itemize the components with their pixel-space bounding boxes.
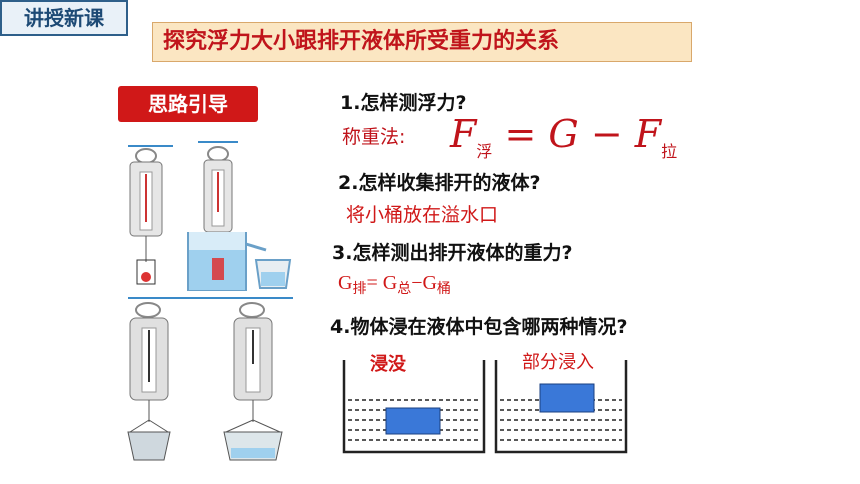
container-partial [494,360,628,454]
spring-scale-2 [203,146,233,260]
block-immersed [385,407,441,435]
guide-label: 思路引导 [118,86,258,122]
formula-eq: = G − F [504,112,662,156]
small-bucket [254,259,292,289]
question-3: 3.怎样测出排开液体的重力? [332,242,573,264]
formula-label: 称重法: [342,126,406,148]
formula-f: F [450,112,477,156]
overflow-beaker [187,232,267,291]
question-4: 4.物体浸在液体中包含哪两种情况? [330,316,628,338]
question-1: 1.怎样测浮力? [340,92,467,114]
formula-sub-float: 浮 [476,142,493,161]
case-partial-label: 部分浸入 [522,352,594,373]
case-immersed-label: 浸没 [370,354,406,375]
block-partial [539,383,595,413]
spring-scale-1 [129,148,163,285]
immersion-cases-diagram [342,360,628,454]
slide-title: 探究浮力大小跟排开液体所受重力的关系 [152,22,692,62]
spring-scale-3 [127,302,171,461]
formula-sub-pull: 拉 [661,142,678,161]
container-immersed [342,360,486,454]
spring-scale-4 [223,302,283,461]
support-bars [128,141,293,299]
section-tag: 讲授新课 [0,0,128,36]
answer-2: 将小桶放在溢水口 [346,204,499,226]
question-2: 2.怎样收集排开的液体? [338,172,541,194]
spring-scale-illustration [127,141,293,461]
gravity-formula: G排= G总−G桶 [338,272,451,297]
water-lines-partial [500,399,622,441]
